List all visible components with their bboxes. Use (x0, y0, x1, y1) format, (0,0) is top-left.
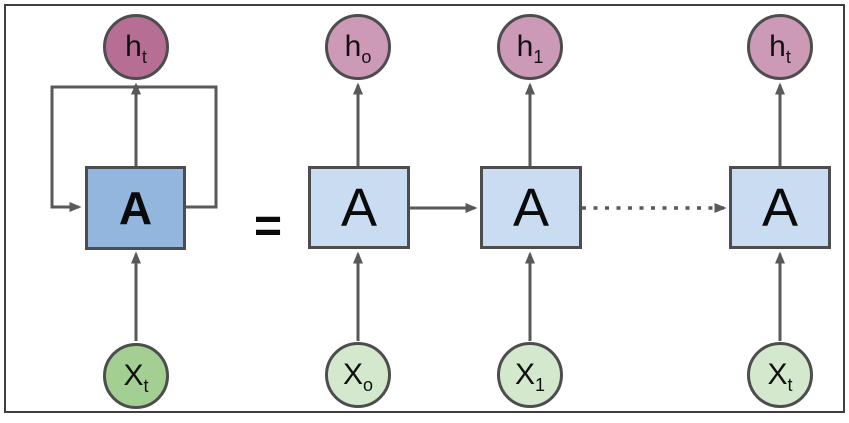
rolled-output-node: ht (103, 14, 169, 80)
node-label: X1 (514, 358, 546, 395)
unrolled-1-input-node: X1 (497, 342, 563, 408)
rolled-input-node: Xt (103, 343, 169, 409)
node-label: Xt (123, 359, 149, 396)
unrolled-1-output-node: h1 (497, 14, 563, 80)
node-label: Xo (342, 358, 374, 395)
unrolled-0-cell: A (308, 166, 410, 249)
node-label: ht (769, 30, 791, 67)
unrolled-2-input-node: Xt (747, 342, 813, 408)
node-label: ht (125, 30, 147, 67)
cell-label: A (512, 177, 550, 238)
node-label: h1 (516, 30, 544, 67)
unrolled-0-input-node: Xo (325, 342, 391, 408)
unrolled-2-cell: A (729, 166, 831, 249)
node-label: ho (344, 30, 372, 67)
cell-label: A (118, 182, 153, 234)
node-label: Xt (767, 358, 793, 395)
diagram-frame (4, 4, 845, 413)
unrolled-1-cell: A (480, 166, 582, 249)
equals-sign: = (253, 200, 283, 253)
cell-label: A (761, 177, 799, 238)
unrolled-0-output-node: ho (325, 14, 391, 80)
cell-label: A (340, 177, 378, 238)
unrolled-2-output-node: ht (747, 14, 813, 80)
rolled-cell: A (85, 166, 186, 250)
